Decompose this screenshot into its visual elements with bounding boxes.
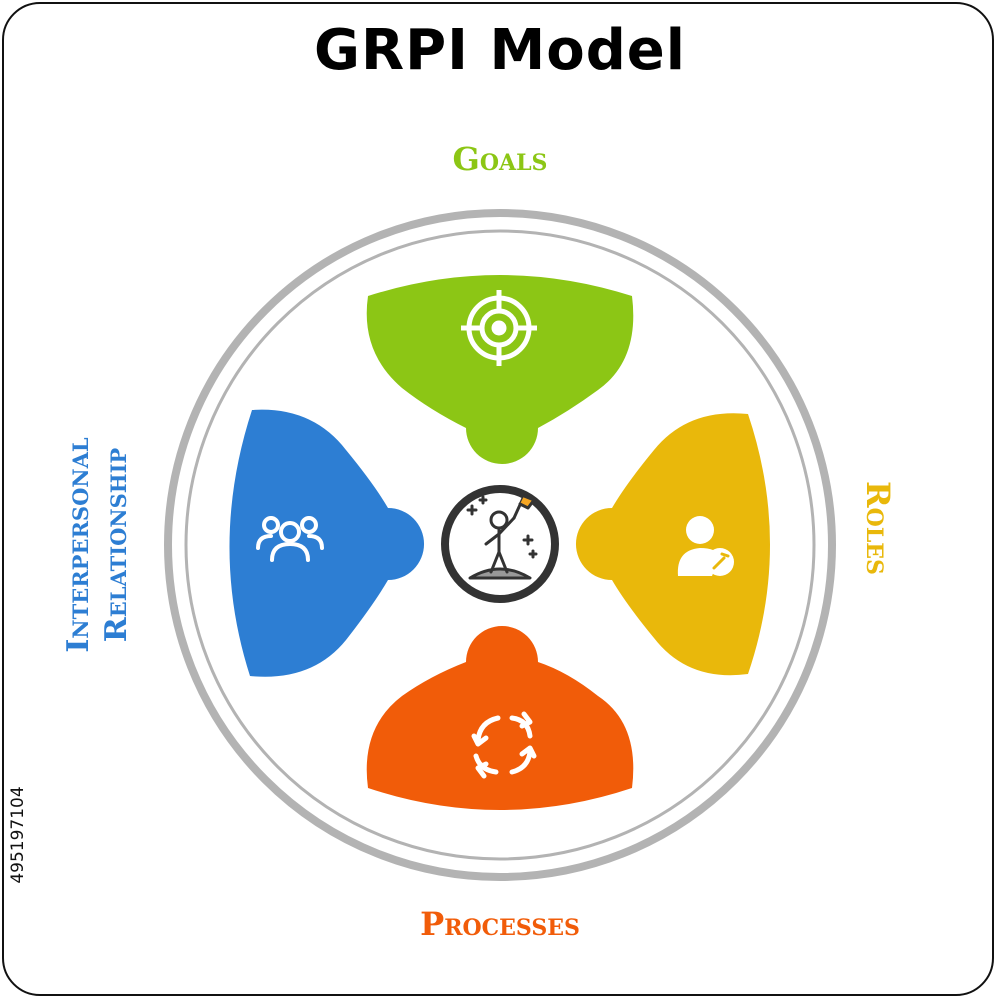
target-icon — [461, 290, 537, 366]
page-title: GRPI Model — [314, 18, 686, 83]
interpersonal-segment — [229, 409, 425, 677]
processes-label: Processes — [420, 905, 580, 943]
goals-label: Goals — [452, 140, 548, 178]
outer-ring — [164, 209, 836, 881]
cycle-arrows-icon — [471, 711, 537, 779]
inner-ring — [184, 229, 816, 861]
climber-flag-icon — [466, 494, 538, 580]
goals-segment — [366, 275, 634, 464]
group-icon — [256, 516, 324, 562]
roles-segment — [575, 413, 770, 676]
user-wrench-icon — [677, 516, 734, 576]
